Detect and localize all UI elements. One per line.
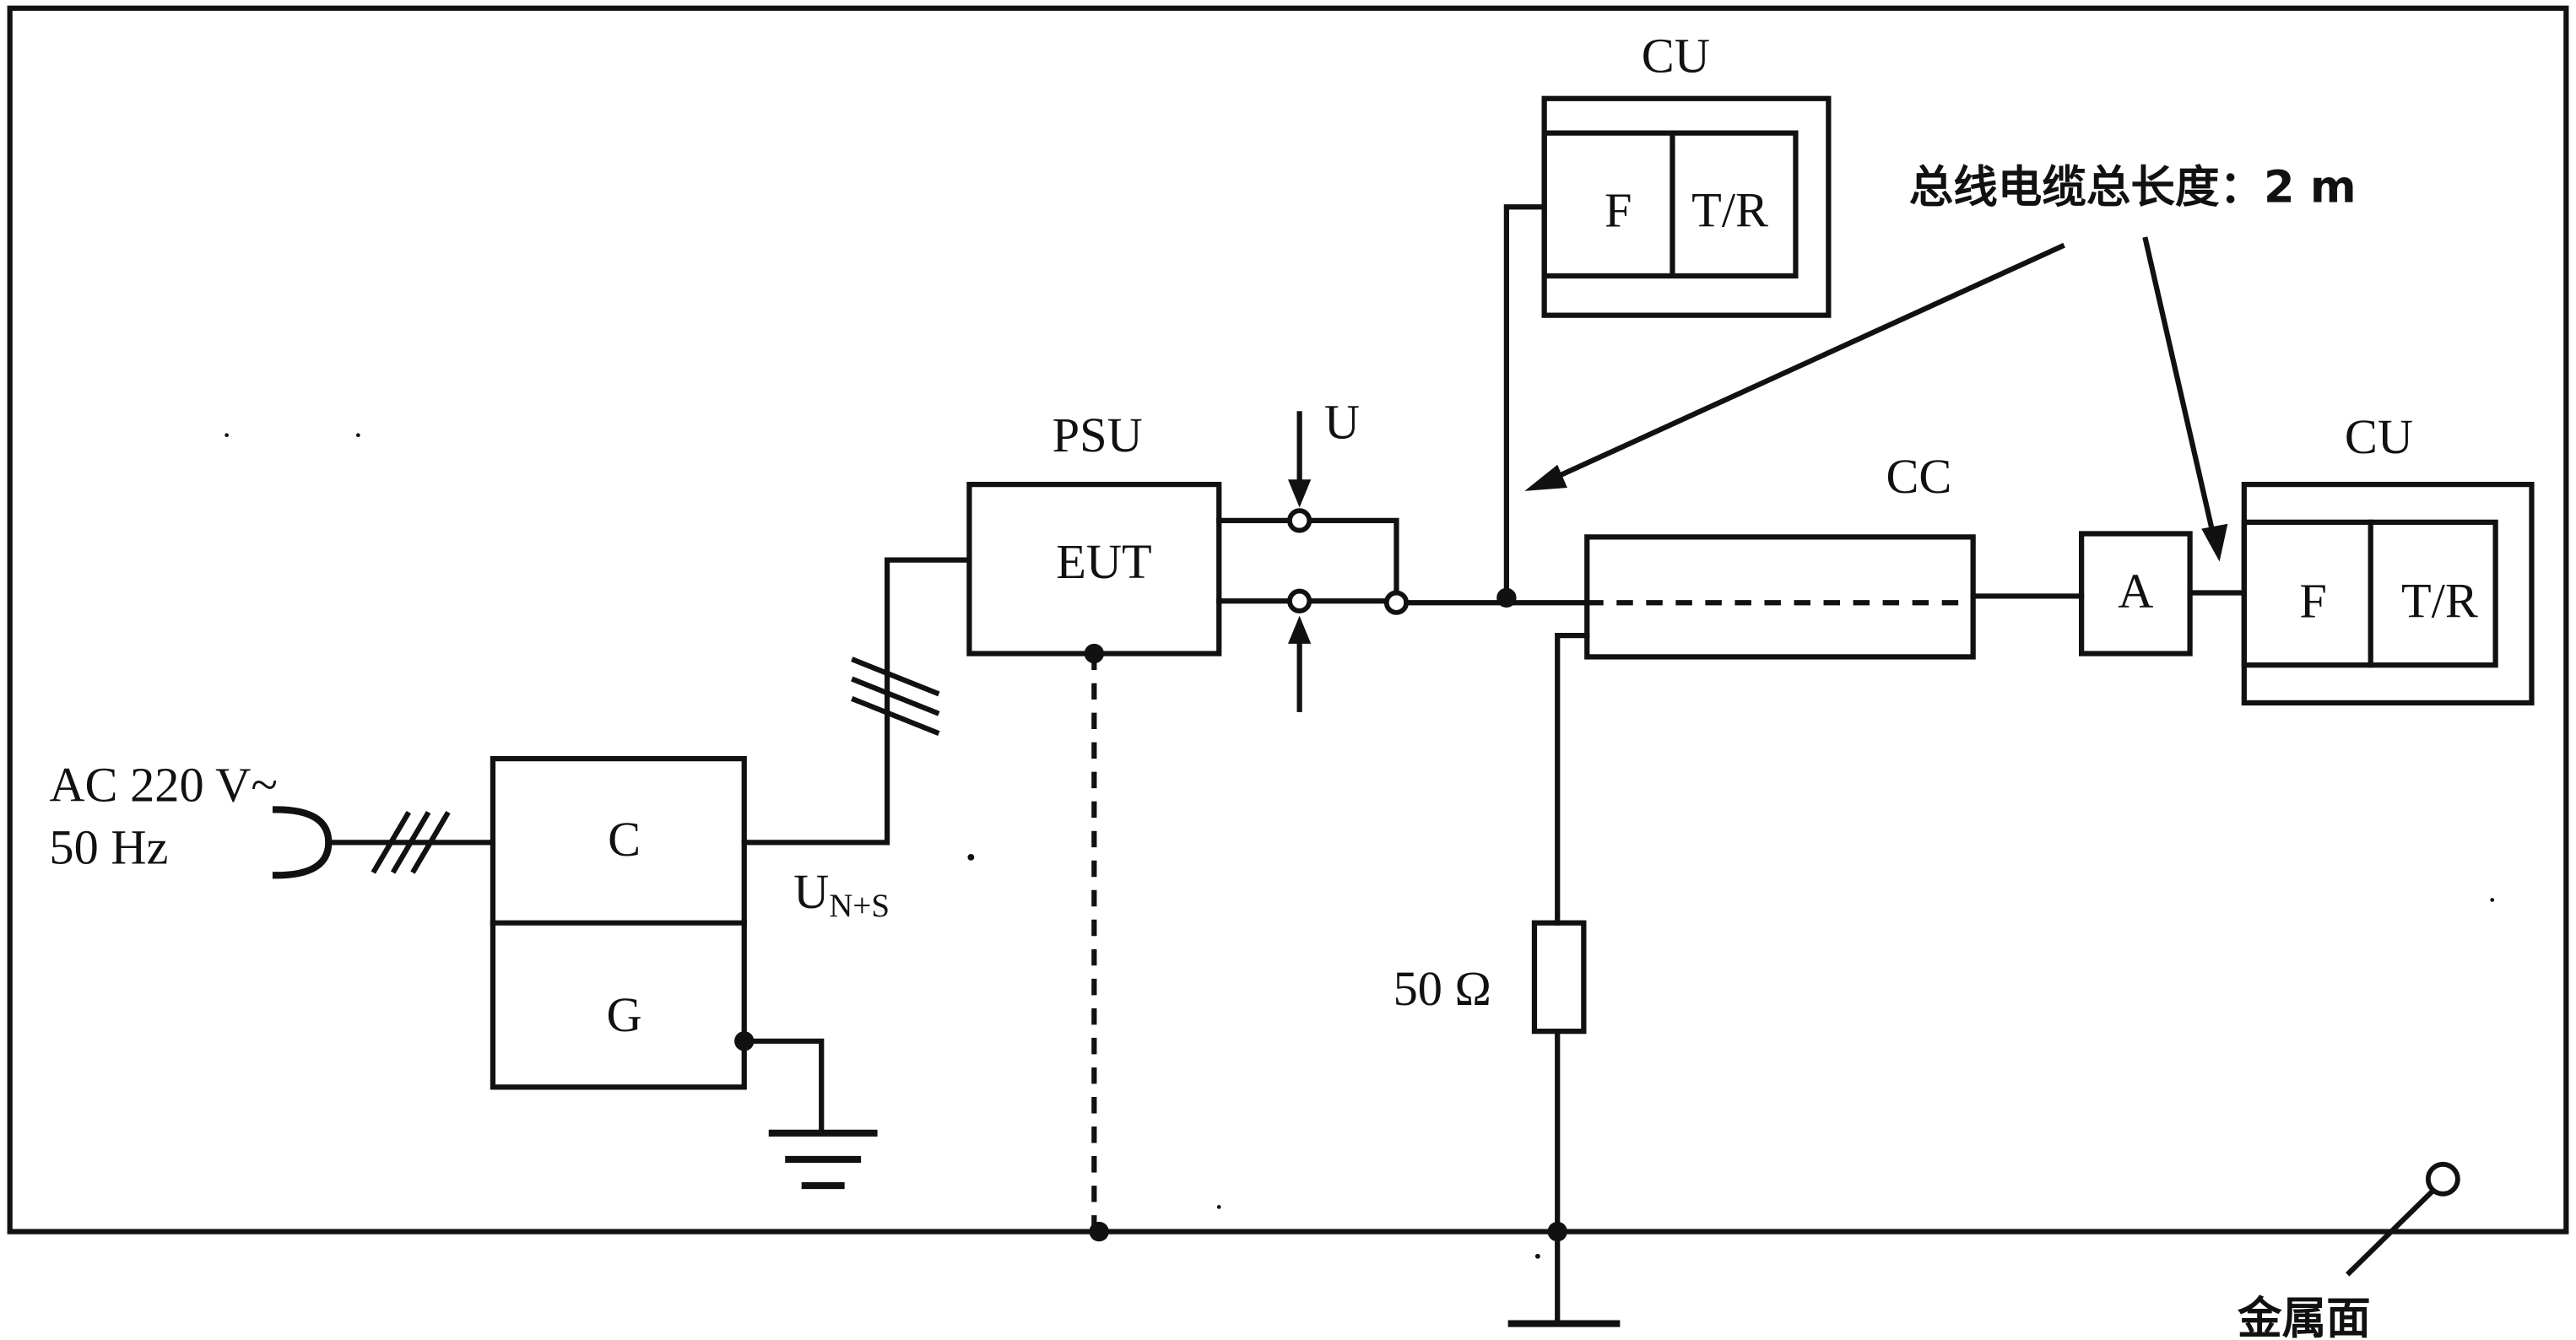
- voltage-u-label: U: [1324, 395, 1360, 450]
- cu-right-tr-label: T/R: [2401, 574, 2478, 629]
- annotation-arrow-right-icon: [2142, 236, 2216, 538]
- bus-cable-length-label: 总线电缆总长度：2 m: [1909, 161, 2357, 213]
- cc-box: [1584, 534, 1976, 660]
- psu-label: PSU: [1053, 408, 1143, 462]
- terminal-lower: [1287, 588, 1312, 613]
- terminal-upper: [1287, 508, 1312, 533]
- cc-label: CC: [1886, 449, 1951, 504]
- metal-plane-frame: [7, 5, 2569, 1235]
- stray-dot: [967, 853, 975, 861]
- resistor-50-ohm: [1531, 920, 1587, 1035]
- coupling-label-c: C: [608, 812, 641, 867]
- metal-surface-leader: [2345, 1186, 2438, 1277]
- annotation-arrow-left-icon: [1547, 242, 2065, 484]
- three-phase-mark-icon: [371, 810, 451, 874]
- ground-icon: [768, 1129, 878, 1190]
- ac-frequency-label: 50 Hz: [49, 820, 168, 875]
- three-phase-mark-supply-icon: [851, 656, 940, 736]
- cu-top-f-label: F: [1605, 183, 1632, 238]
- cu-right-outer: [2241, 481, 2535, 706]
- stray-dot-2: [1534, 1253, 1540, 1259]
- plane-junction-eut: [1089, 1221, 1109, 1242]
- a-label: A: [2118, 564, 2153, 619]
- supply-voltage-label: UN+S: [793, 864, 890, 924]
- generator-label-g: G: [607, 987, 642, 1042]
- cu-right-label: CU: [2345, 409, 2413, 464]
- ac-voltage-label: AC 220 V~: [49, 758, 278, 813]
- metal-surface-marker: [2425, 1161, 2460, 1197]
- ac-plug-icon: [272, 806, 333, 879]
- bus-to-top-cu-wire: [1503, 204, 1547, 601]
- eut-label: EUT: [1056, 534, 1151, 589]
- supply-wire: [741, 557, 972, 846]
- cc-termination-wire: [1555, 633, 1590, 926]
- output-upper-loop: [1307, 517, 1399, 596]
- ground-wire: [741, 1038, 825, 1136]
- cu-top-label: CU: [1642, 29, 1710, 84]
- resistor-label: 50 Ω: [1394, 961, 1491, 1016]
- cu-right-f-label: F: [2299, 574, 2326, 629]
- cu-top-tr-label: T/R: [1691, 183, 1768, 238]
- terminal-join: [1383, 590, 1410, 615]
- metal-surface-label: 金属面: [2237, 1293, 2371, 1340]
